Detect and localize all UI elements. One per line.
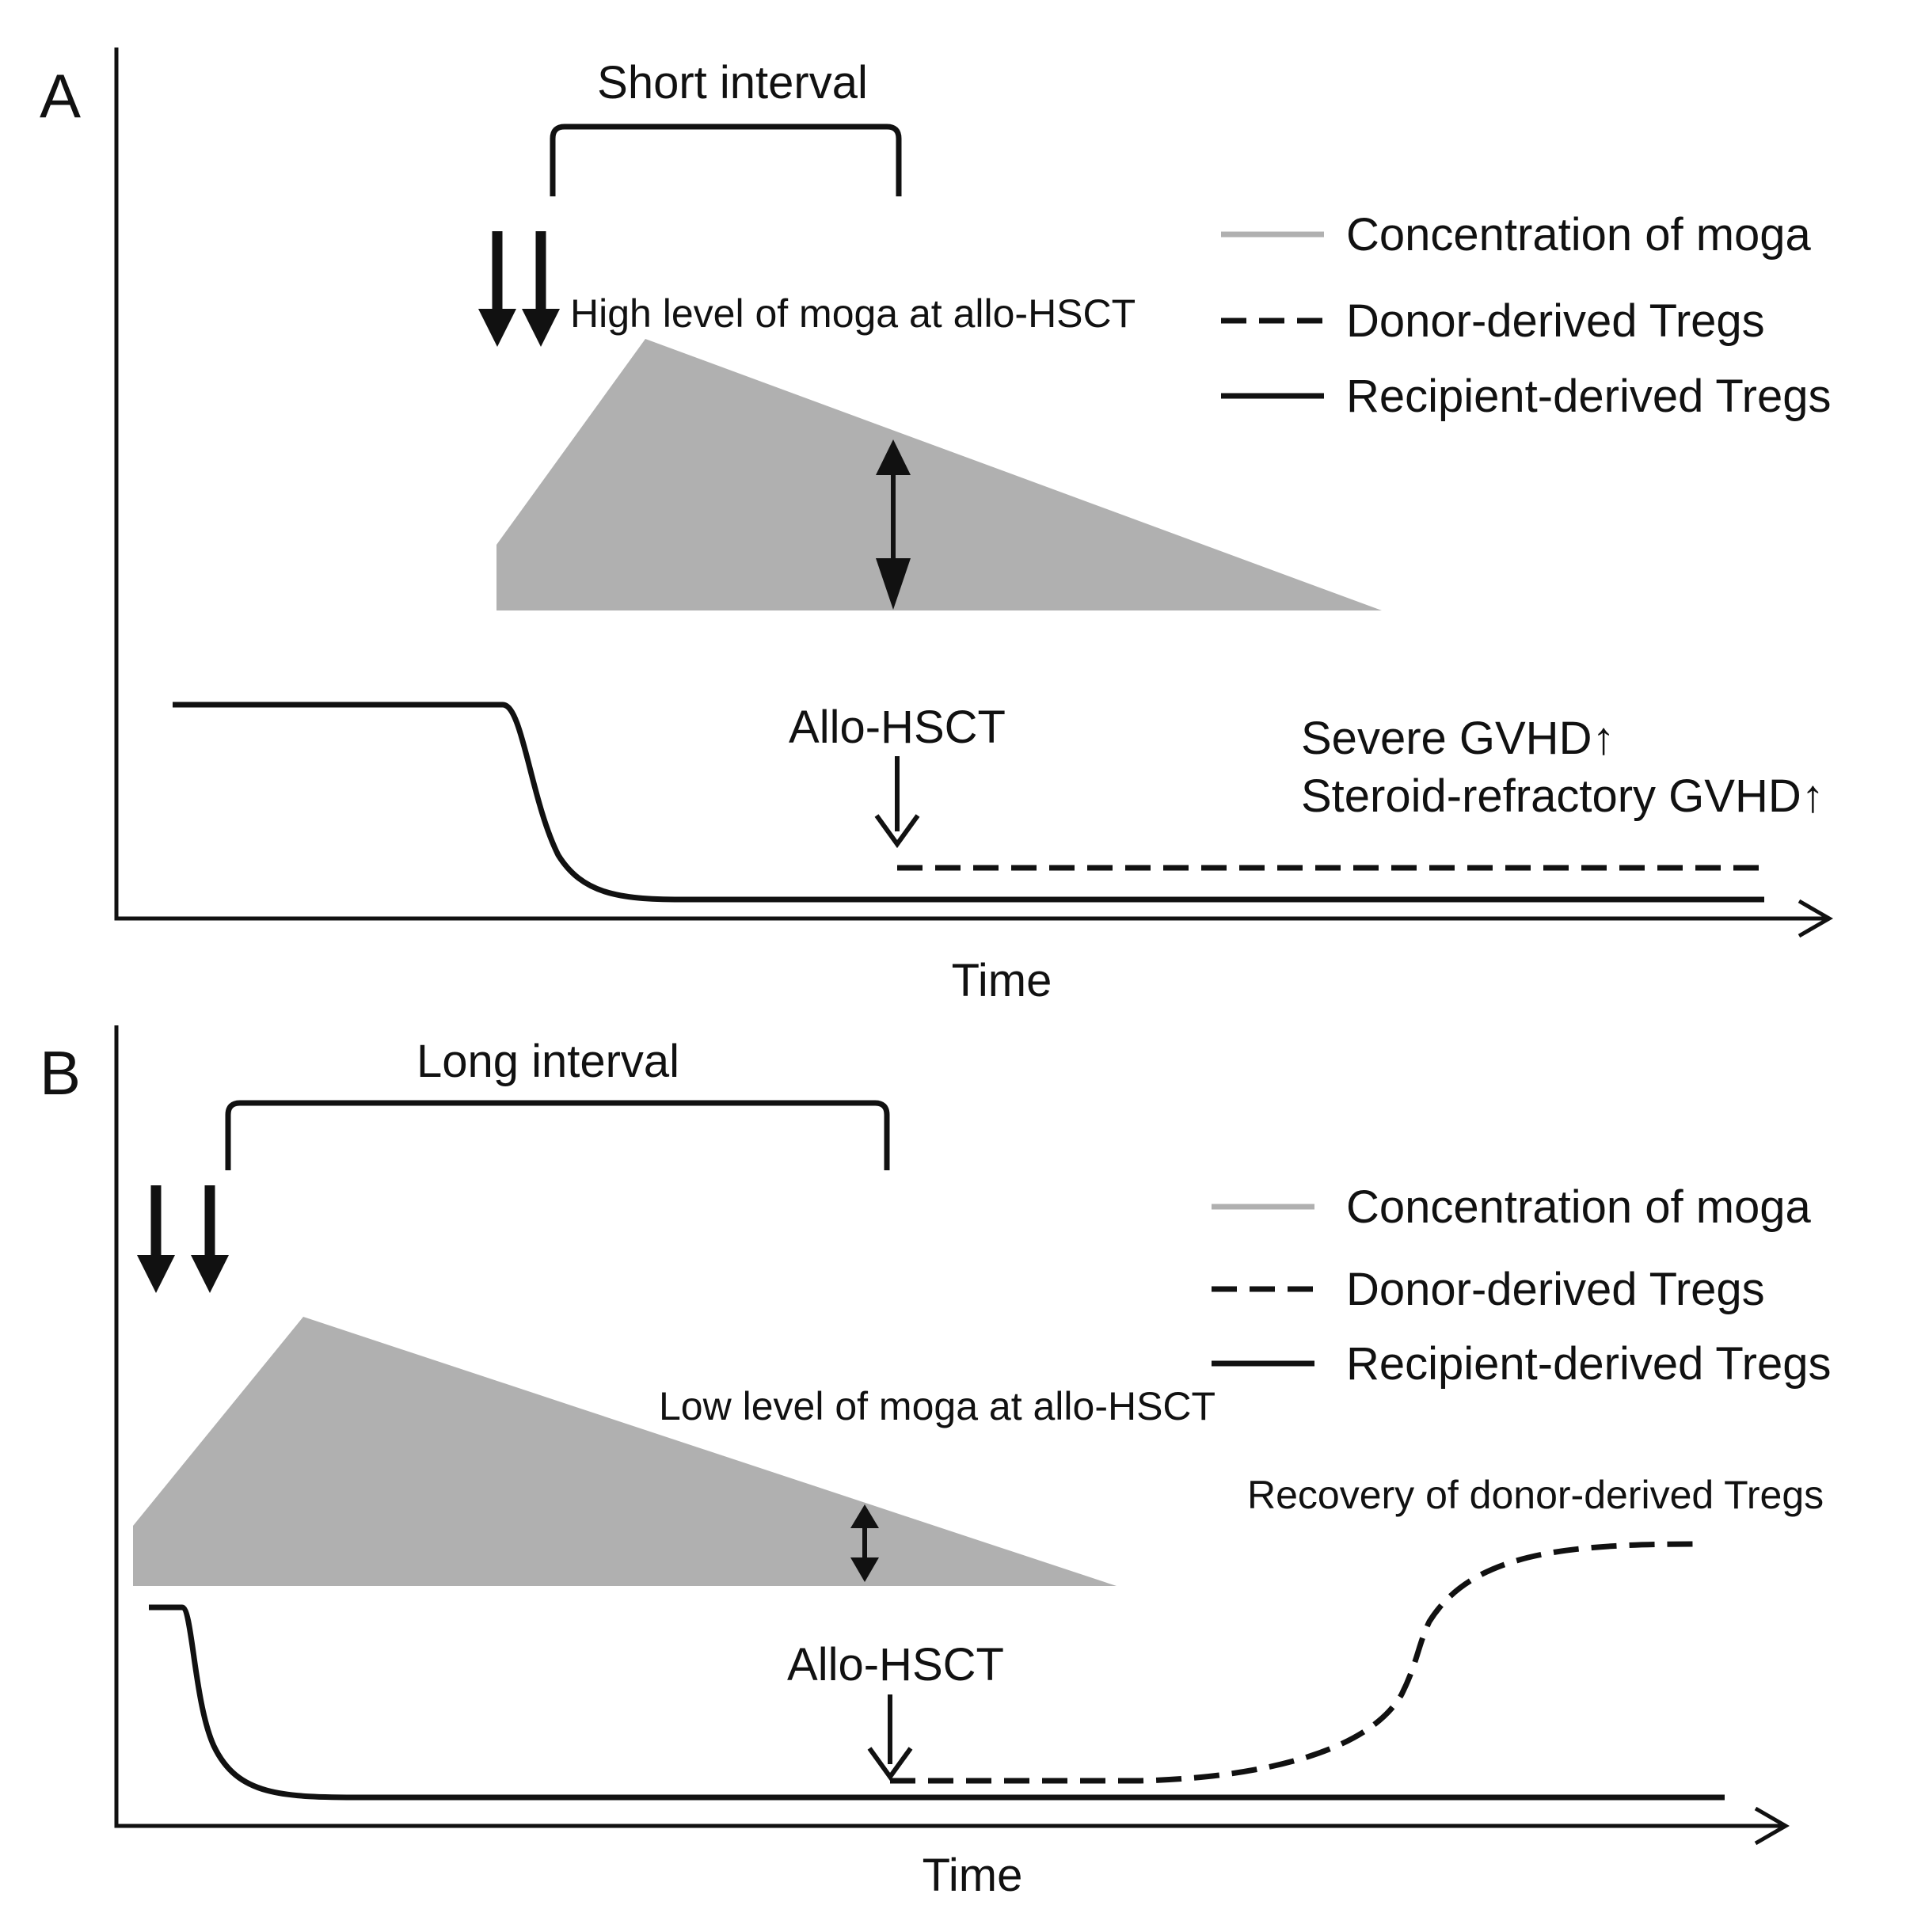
legend-label-recipient: Recipient-derived Tregs <box>1346 1338 1832 1390</box>
legend: Concentration of moga Donor-derived Treg… <box>1221 209 1832 422</box>
moga-level-arrow <box>850 1504 879 1582</box>
panel-b: B Time Long interval Low level of moga a… <box>40 1025 1832 1901</box>
outcome-line-1: Severe GVHD↑ <box>1301 713 1615 764</box>
moga-level-label: High level of moga at allo-HSCT <box>570 291 1136 336</box>
axes <box>114 1025 1786 1828</box>
interval-label: Short interval <box>597 57 868 108</box>
recipient-tregs-curve <box>149 1604 1725 1801</box>
moga-concentration-area <box>496 339 1382 610</box>
x-axis-arrowhead <box>1798 899 1833 938</box>
allo-hsct-arrow <box>874 756 920 849</box>
legend-label-moga: Concentration of moga <box>1346 1181 1812 1233</box>
outcome-line-2: Steroid-refractory GVHD↑ <box>1301 770 1824 822</box>
legend-label-donor: Donor-derived Tregs <box>1346 1264 1765 1315</box>
interval-label: Long interval <box>417 1036 679 1087</box>
panel-letter: A <box>40 61 81 131</box>
legend-label-moga: Concentration of moga <box>1346 209 1812 261</box>
moga-level-arrow <box>876 439 911 610</box>
donor-tregs-curve <box>890 1541 1702 1784</box>
dose-arrows <box>478 231 560 347</box>
allo-hsct-label: Allo-HSCT <box>789 702 1006 753</box>
x-axis-arrowhead <box>1754 1806 1790 1846</box>
interval-bracket <box>225 1100 890 1170</box>
moga-concentration-area <box>133 1317 1117 1586</box>
interval-bracket <box>550 124 902 196</box>
outcome-line-1: Recovery of donor-derived Tregs <box>1247 1473 1824 1517</box>
panel-letter: B <box>40 1038 81 1108</box>
legend-label-donor: Donor-derived Tregs <box>1346 295 1765 347</box>
axis-label-time: Time <box>923 1850 1023 1901</box>
axis-label-time: Time <box>952 955 1052 1006</box>
allo-hsct-arrow <box>867 1694 913 1782</box>
legend: Concentration of moga Donor-derived Treg… <box>1212 1181 1832 1390</box>
legend-label-recipient: Recipient-derived Tregs <box>1346 371 1832 422</box>
axes <box>114 48 1829 921</box>
recipient-tregs-curve <box>173 702 1764 903</box>
dose-arrows <box>137 1185 229 1293</box>
panel-a: A Time Short interval High level of moga… <box>40 48 1833 1006</box>
allo-hsct-label: Allo-HSCT <box>787 1639 1004 1690</box>
moga-level-label: Low level of moga at allo-HSCT <box>659 1384 1215 1428</box>
